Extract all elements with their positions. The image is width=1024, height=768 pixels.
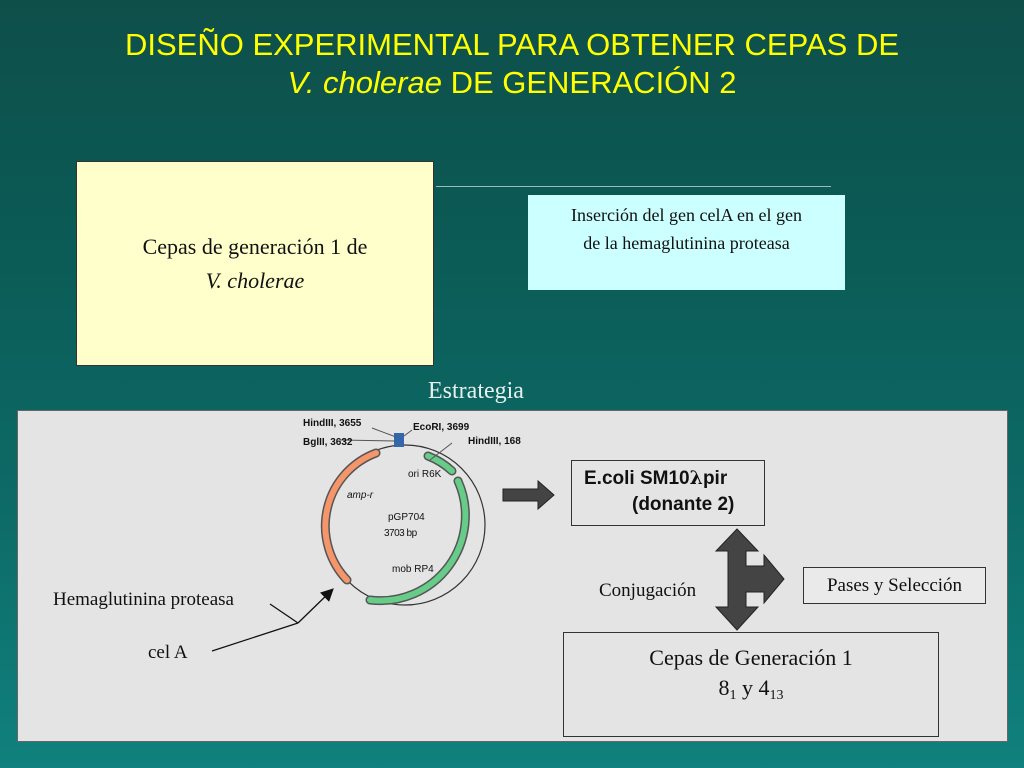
label-plasmid-name: pGP704 — [388, 512, 425, 523]
ecoli-line-1: E.coli SM10λpir — [584, 467, 728, 489]
title-line-2-rest: DE GENERACIÓN 2 — [441, 65, 737, 100]
label-hindiii-168: HindIII, 168 — [468, 436, 521, 447]
slide-title: DISEÑO EXPERIMENTAL PARA OBTENER CEPAS D… — [0, 26, 1024, 102]
label-mob-rp4: mob RP4 — [392, 564, 434, 575]
transfer-arrow — [502, 479, 555, 511]
label-ecori-3699: EcoRI, 3699 — [413, 422, 470, 433]
label-plasmid-size: 3703 bp — [384, 528, 418, 539]
title-line-2: V. cholerae DE GENERACIÓN 2 — [0, 64, 1024, 102]
insertion-pointer — [297, 588, 334, 624]
gen1-box-line-2: V. cholerae — [205, 267, 305, 293]
conjugation-arrow — [714, 528, 785, 631]
label-bglii-3632: BglII, 3632 — [303, 437, 353, 448]
mob-rp4-arc — [365, 476, 470, 606]
passes-selection-box: Pases y Selección — [803, 567, 986, 604]
insertion-line-2: de la hemaglutinina proteasa — [583, 233, 790, 253]
hemaglutinina-pointer — [269, 603, 299, 624]
ecoli-line-2: (donante 2) — [632, 494, 735, 515]
generation-1-result-box: Cepas de Generación 1 81 y 413 — [563, 632, 939, 737]
generation-1-strains-box: Cepas de generación 1 de V. cholerae — [76, 161, 434, 366]
label-ori-r6k: ori R6K — [408, 469, 442, 480]
cela-pointer — [211, 622, 299, 652]
ecoli-donor-box: E.coli SM10λpir (donante 2) — [571, 460, 765, 526]
conjugation-label: Conjugación — [599, 580, 697, 601]
restriction-site-marker — [394, 433, 404, 447]
hemaglutinina-label: Hemaglutinina proteasa — [53, 589, 234, 610]
cepas-line-1: Cepas de Generación 1 — [649, 645, 853, 670]
lambda-symbol: λ — [689, 467, 703, 489]
label-amp-r: amp-r — [347, 490, 374, 501]
connector-line — [436, 186, 831, 187]
label-hindiii-3655: HindIII, 3655 — [303, 418, 362, 429]
insertion-line-1: Inserción del gen celA en el gen — [571, 205, 802, 225]
title-line-1: DISEÑO EXPERIMENTAL PARA OBTENER CEPAS D… — [124, 27, 900, 62]
cepas-line-2: 81 y 413 — [718, 675, 784, 703]
gen1-box-line-1: Cepas de generación 1 de — [142, 233, 368, 259]
insertion-box: Inserción del gen celA en el gen de la h… — [528, 195, 845, 290]
strategy-label: Estrategia — [428, 378, 524, 404]
cela-label: cel A — [148, 642, 188, 663]
title-species: V. cholerae — [287, 65, 442, 100]
